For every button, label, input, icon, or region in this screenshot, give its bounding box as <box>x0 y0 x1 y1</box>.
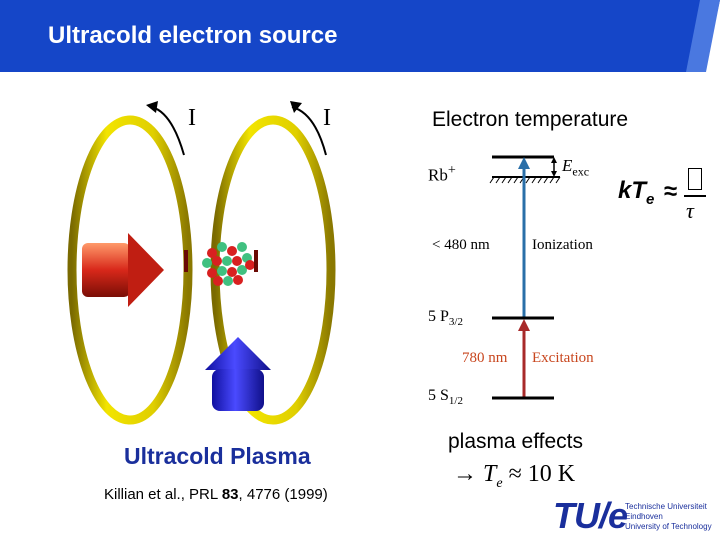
excess-energy-symbol: E <box>562 156 573 175</box>
rb-ion-label: Rb+ <box>428 162 456 186</box>
citation-volume: 83 <box>221 486 239 503</box>
p-level-sub: 3/2 <box>448 316 463 329</box>
result-var-sub: e <box>496 475 503 491</box>
energy-level-diagram <box>489 155 561 400</box>
formula-kt-sub: e <box>646 190 655 208</box>
tue-logo-mark: TU/e <box>553 495 628 536</box>
formula-approx: ≈ <box>664 178 678 205</box>
blue-beam-arrowhead <box>205 337 271 370</box>
result-formula: → Te ≈ 10 K <box>453 461 575 492</box>
tue-logo-text: Technische Universiteit Eindhoven Univer… <box>625 502 712 532</box>
ionization-arrowhead <box>518 157 530 169</box>
citation-suffix: , 4776 (1999) <box>238 486 328 503</box>
s-level-text: 5 S <box>428 387 449 404</box>
plasma-caption: Ultracold Plasma <box>124 443 311 469</box>
red-laser-cap <box>184 250 188 272</box>
right-current-arrowhead <box>290 101 302 113</box>
citation-prefix: Killian et al., PRL <box>104 486 222 503</box>
plasma-illustration <box>67 101 336 425</box>
header-background <box>0 0 720 72</box>
slide-title: Ultracold electron source <box>48 22 338 49</box>
s-level-sub: 1/2 <box>448 395 463 408</box>
temperature-formula-lhs: kTe <box>618 177 654 208</box>
result-value: 10 K <box>527 461 576 487</box>
missing-glyph-box <box>688 168 702 190</box>
rb-ion-text: Rb <box>428 165 448 185</box>
p-level-text: 5 P <box>428 308 449 325</box>
ionization-wavelength: < 480 nm <box>432 237 490 253</box>
current-label-right: I <box>323 105 331 131</box>
red-laser-tip <box>128 233 164 307</box>
excess-energy-sub: exc <box>572 164 590 179</box>
current-label-left: I <box>188 105 196 131</box>
excess-energy-arrowhead-down <box>551 171 557 177</box>
formula-denominator: τ <box>686 198 694 223</box>
blue-beam-body <box>212 369 264 411</box>
plasma-effects-heading: plasma effects <box>448 430 584 453</box>
atom-cloud <box>202 242 255 286</box>
excess-energy-arrowhead-up <box>551 157 557 163</box>
citation: Killian et al., PRL 83, 4776 (1999) <box>104 486 328 503</box>
formula-fraction-bar <box>684 195 706 197</box>
result-arrow: → <box>453 461 477 487</box>
tue-logo-line3: University of Technology <box>625 522 712 531</box>
excitation-arrowhead <box>518 319 530 331</box>
s-level-label: 5 S1/2 <box>428 387 463 407</box>
left-current-arrowhead <box>146 101 158 113</box>
p-level-label: 5 P3/2 <box>428 308 463 328</box>
header-stripe <box>686 0 720 72</box>
result-var: T <box>483 461 497 487</box>
rb-ion-charge: + <box>447 162 456 178</box>
excess-energy-label: Eexc <box>562 156 589 179</box>
right-mirror <box>254 250 258 272</box>
excitation-wavelength: 780 nm <box>462 350 508 366</box>
result-approx: ≈ <box>508 461 522 487</box>
header-bar <box>0 0 720 72</box>
red-laser-body <box>82 243 130 297</box>
electron-temperature-heading: Electron temperature <box>432 108 629 131</box>
excitation-label: Excitation <box>532 350 594 366</box>
tue-logo-line2: Eindhoven <box>625 512 663 521</box>
tue-logo-line1: Technische Universiteit <box>625 502 707 511</box>
ionization-label: Ionization <box>532 237 593 253</box>
formula-kt: kT <box>618 177 647 204</box>
continuum-hatching <box>489 176 561 184</box>
